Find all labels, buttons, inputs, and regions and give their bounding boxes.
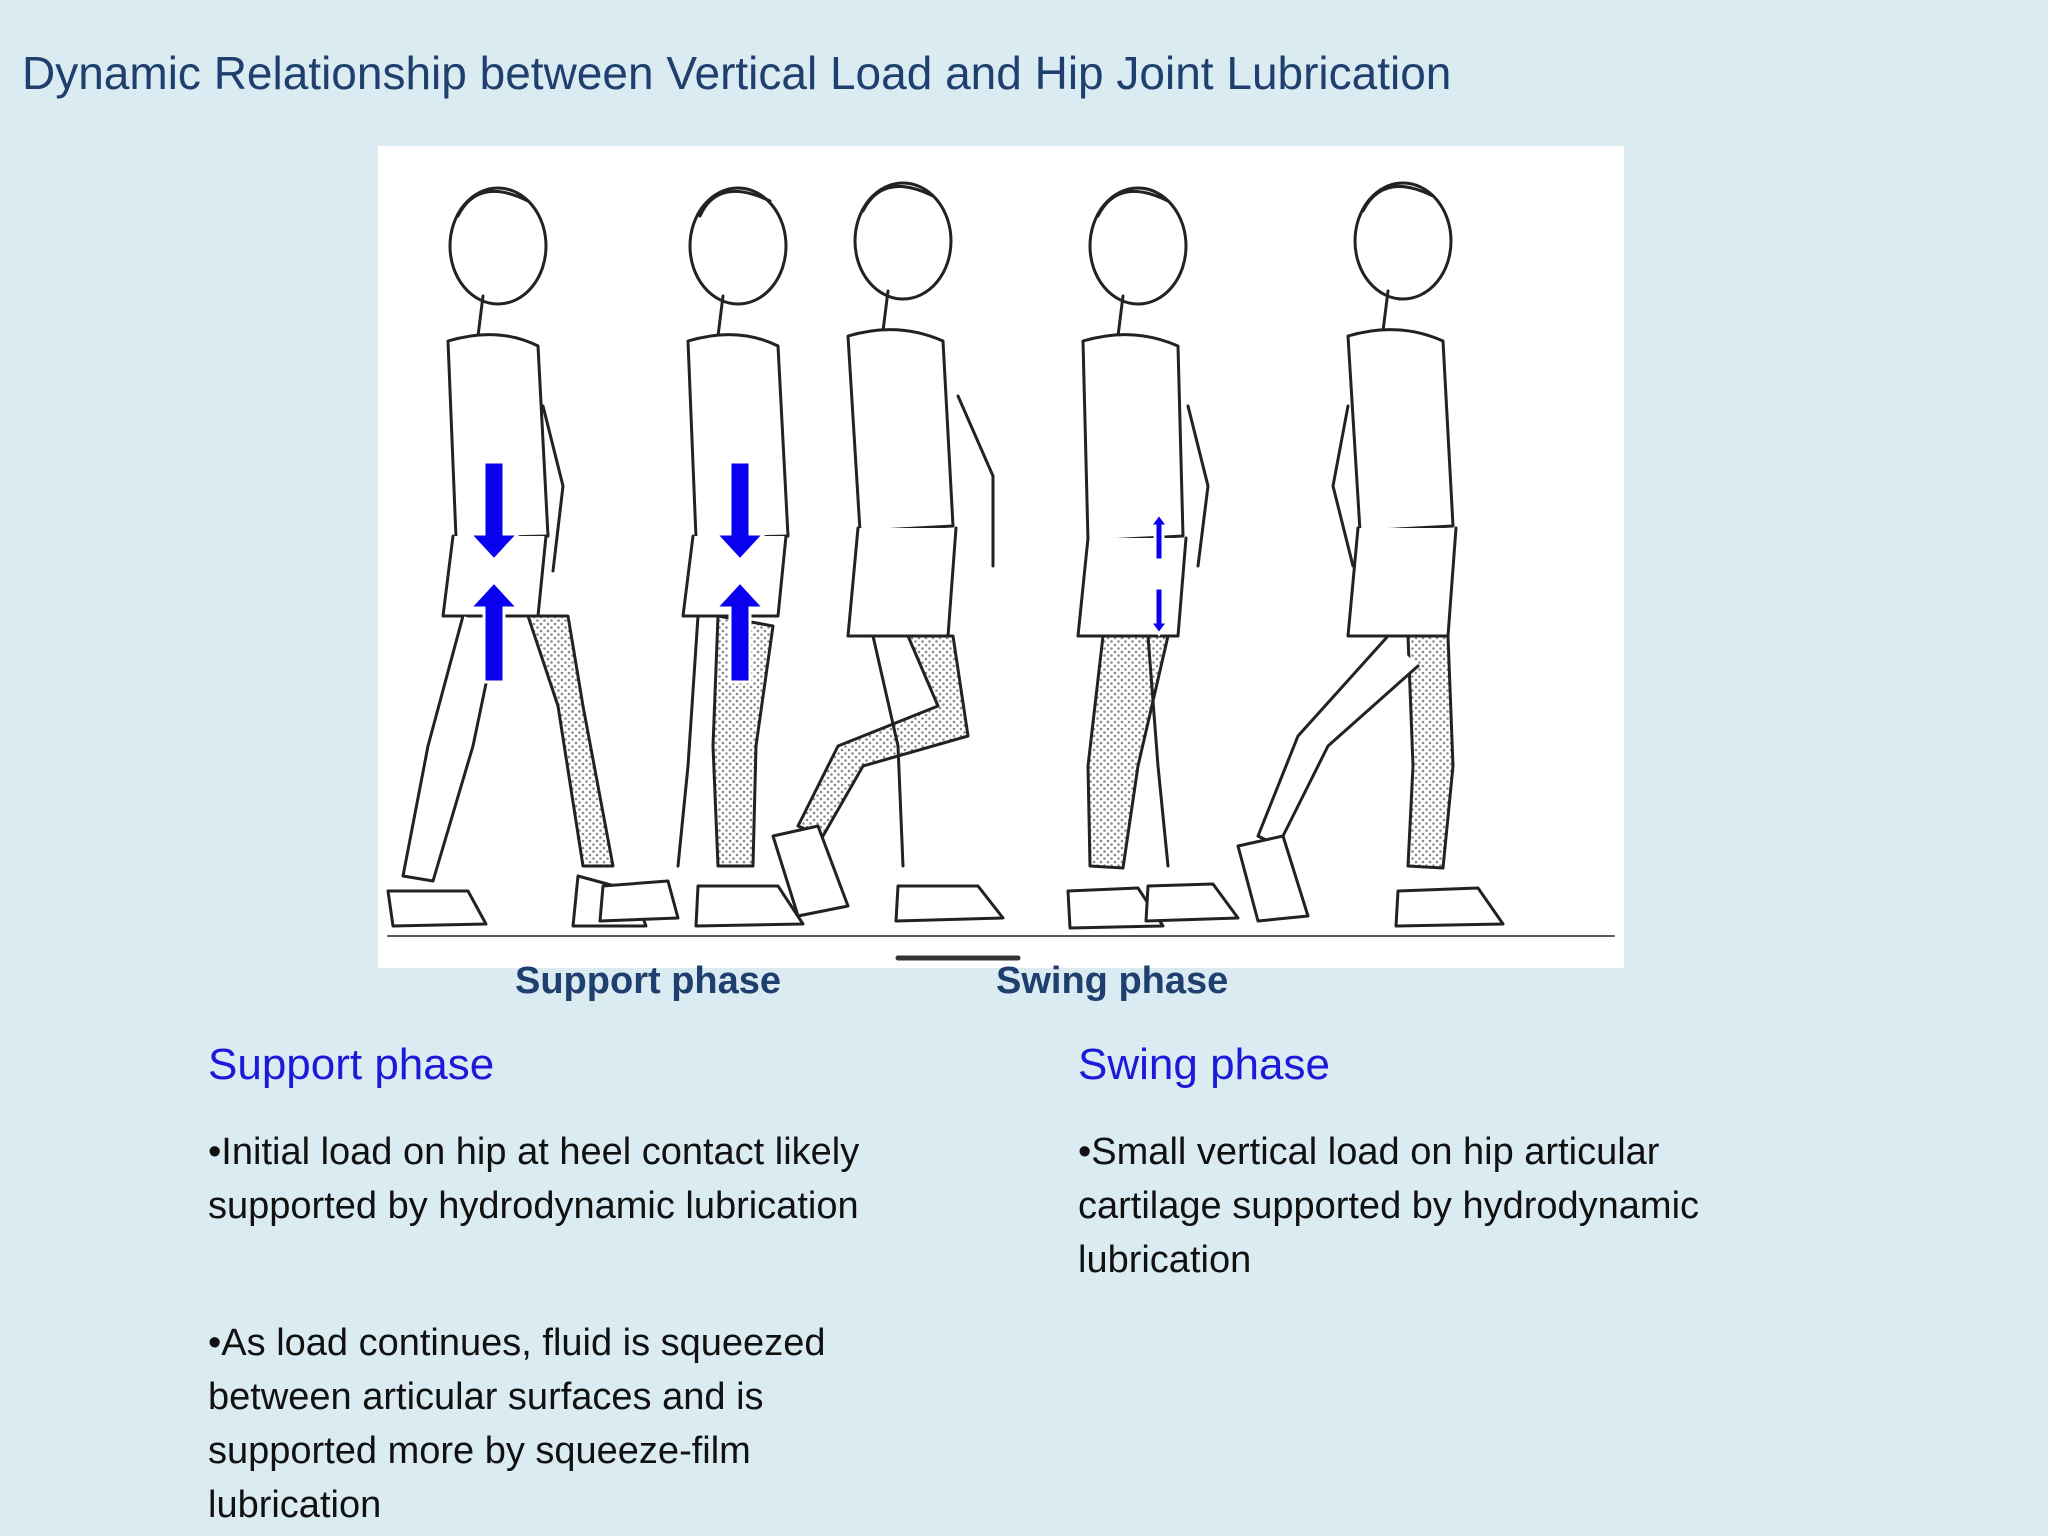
support-phase-heading: Support phase (208, 1040, 495, 1089)
support-bullet-2: •As load continues, fluid is squeezed be… (208, 1322, 826, 1526)
walking-figure-1 (386, 186, 648, 928)
up-arrow-icon (466, 579, 522, 684)
walking-figure-4 (1066, 186, 1240, 930)
load-arrows (466, 460, 1171, 684)
walking-figure-5 (1236, 181, 1505, 928)
caption-support-phase: Support phase (515, 960, 782, 1002)
support-bullet-1: •Initial load on hip at heel contact lik… (208, 1131, 860, 1227)
swing-phase-heading: Swing phase (1078, 1040, 1330, 1089)
small-up-arrow-icon (1147, 511, 1171, 562)
swing-bullet-1: •Small vertical load on hip articular ca… (1078, 1131, 1700, 1281)
walking-figure-2 (598, 186, 805, 928)
walking-figure-3 (771, 181, 1005, 923)
down-arrow-icon (466, 460, 522, 563)
gait-cycle-illustration (378, 146, 1624, 968)
small-down-arrow-icon (1147, 586, 1171, 637)
up-arrow-icon (712, 579, 768, 684)
caption-swing-phase: Swing phase (996, 960, 1229, 1002)
slide-title: Dynamic Relationship between Vertical Lo… (22, 47, 1452, 99)
down-arrow-icon (712, 460, 768, 563)
